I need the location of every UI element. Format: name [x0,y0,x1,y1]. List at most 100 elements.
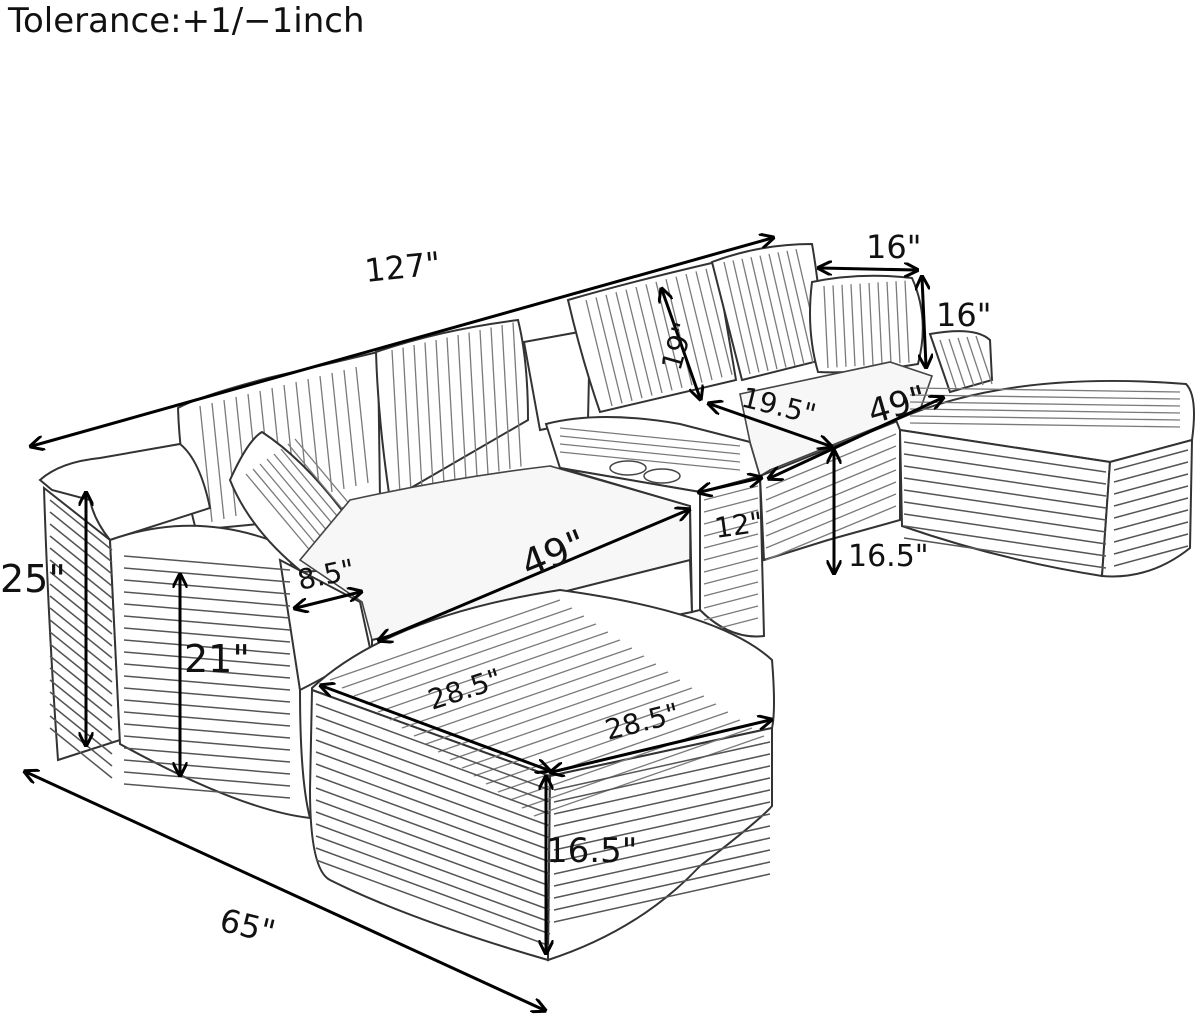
corduroy-rib [123,735,291,751]
label-ottoman-height: 16.5" [546,831,637,871]
corduroy-rib [703,569,759,585]
corduroy-rib [703,509,759,525]
corduroy-rib [123,711,291,727]
corduroy-rib [903,513,1107,545]
corduroy-rib [245,473,319,561]
corduroy-rib [703,605,759,621]
corduroy-rib [850,284,856,367]
corduroy-rib [123,747,291,763]
corduroy-rib [553,849,771,899]
corduroy-rib [904,280,910,363]
right-ottoman [894,379,1195,578]
corduroy-rib [939,339,957,389]
dim-line-ottoman-width [322,686,548,770]
corduroy-rib [553,861,771,911]
corduroy-rib [123,687,291,703]
corduroy-rib [703,545,759,561]
dim-line-seat-width-front [380,510,688,640]
label-pillow-width: 16" [866,228,921,266]
corduroy-rib [553,837,771,887]
label-arm-height: 21" [184,637,250,681]
label-pillow-height: 16" [936,296,991,334]
corduroy-rib [1113,509,1189,531]
corduroy-rib [703,497,759,513]
corduroy-rib [553,789,771,839]
corduroy-rib [553,813,771,863]
label-total-length: 127" [363,244,442,290]
corduroy-rib [559,451,741,471]
label-back-height: 25" [0,557,66,601]
corduroy-rib [877,282,883,365]
corduroy-rib [909,387,1181,393]
corduroy-rib [903,537,1107,569]
corduroy-rib [823,285,829,369]
corduroy-rib [123,663,291,679]
right-pillow [809,274,924,374]
dim-line-pillow-height [922,278,926,366]
corduroy-rib [703,533,759,549]
corduroy-rib [703,581,759,597]
corduroy-rib [123,579,291,595]
back-cushion-right [566,260,743,414]
corduroy-rib [1113,545,1189,567]
dim-line-pillow-width [820,268,916,270]
corduroy-rib [886,281,892,364]
corduroy-rib [1113,521,1189,543]
corduroy-rib [903,477,1107,509]
dim-line-console-width [700,478,760,492]
corduroy-rib [252,468,326,556]
corduroy-rib [1113,485,1189,507]
corduroy-rib [123,639,291,655]
corduroy-rib [123,591,291,607]
corduroy-rib [895,281,901,364]
corduroy-rib [703,593,759,609]
corduroy-rib [123,615,291,631]
dim-line-cushion-height [662,290,700,398]
corduroy-rib [841,284,847,367]
corduroy-rib [786,250,814,363]
corduroy-rib [909,422,1181,428]
label-seat-height: 16.5" [848,539,929,574]
corduroy-rib [123,723,291,739]
front-ottoman [308,588,775,962]
label-console-width: 12" [712,506,765,545]
corduroy-rib [123,555,291,571]
dim-line-ottoman-depth [552,720,770,772]
corduroy-rib [1113,449,1189,471]
corduroy-rib [777,252,805,365]
corduroy-rib [957,337,975,387]
corduroy-rib [703,557,759,573]
corduroy-rib [123,567,291,583]
corduroy-rib [553,873,771,923]
right-arm [928,330,994,394]
tolerance-title: Tolerance:+1/−1inch [7,1,365,41]
left-arm [38,442,372,820]
dim-line-arm-width [296,592,360,608]
corduroy-rib [123,627,291,643]
corduroy-rib [909,408,1181,414]
corduroy-rib [909,394,1181,400]
corduroy-rib [868,282,874,366]
corduroy-rib [123,603,291,619]
corduroy-rib [1113,533,1189,555]
corduroy-rib [903,501,1107,533]
corduroy-rib [123,699,291,715]
dim-line-seat-width-back [770,398,942,478]
corduroy-rib [948,338,966,388]
corduroy-rib [909,415,1181,421]
corduroy-rib [553,777,771,827]
corduroy-rib [1113,473,1189,495]
corduroy-rib [1113,461,1189,483]
dim-line-seat-depth [710,404,830,446]
corduroy-rib [909,401,1181,407]
corduroy-rib [966,336,984,386]
dim-line-total-depth [26,772,544,1010]
corduroy-rib [1113,497,1189,519]
dimension-lines [26,238,942,1010]
corduroy-rib [832,285,838,368]
corduroy-rib [975,335,993,385]
corduroy-rib [903,489,1107,521]
dim-line-total-length [32,238,772,446]
corduroy-rib [553,825,771,875]
